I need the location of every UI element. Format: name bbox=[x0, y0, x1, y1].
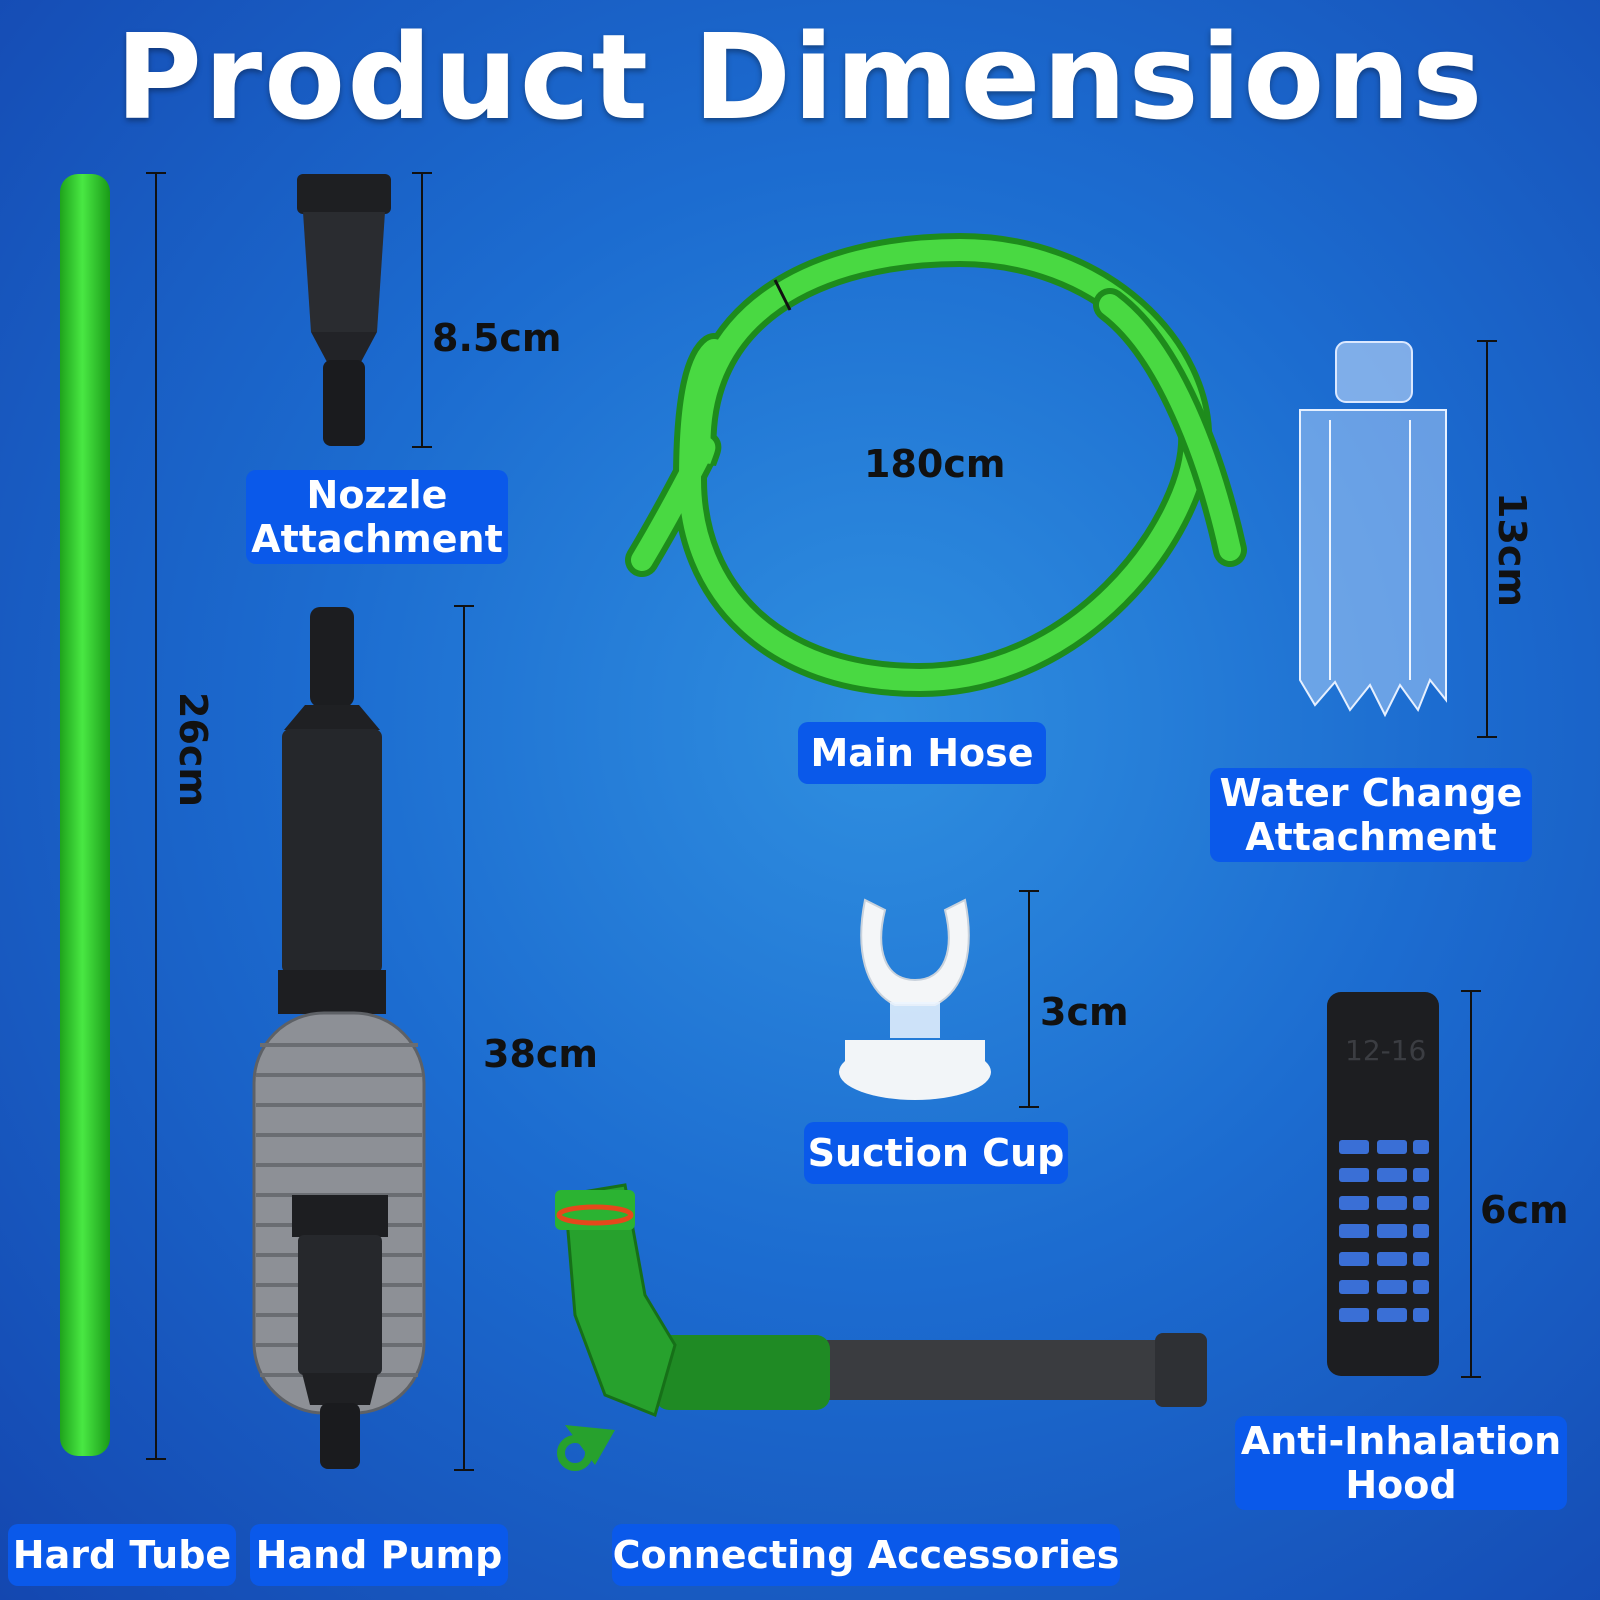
anti-inhalation-size: 6cm bbox=[1480, 1188, 1569, 1232]
water-change-attachment-image bbox=[1299, 341, 1447, 718]
hand-pump-lower-image bbox=[292, 1195, 388, 1469]
water-change-label: Water Change Attachment bbox=[1210, 768, 1532, 862]
nozzle-attachment-image bbox=[297, 174, 391, 446]
anti-inhalation-ruler bbox=[1461, 990, 1481, 1378]
suction-cup-ruler bbox=[1019, 890, 1039, 1108]
hood-marking: 12-16 bbox=[1345, 1034, 1426, 1067]
main-hose-size: 180cm bbox=[864, 442, 1006, 486]
hand-pump-size: 38cm bbox=[483, 1032, 599, 1076]
nozzle-size: 8.5cm bbox=[432, 316, 562, 360]
hard-tube-ruler bbox=[146, 172, 166, 1460]
hard-tube-image bbox=[60, 174, 110, 1456]
nozzle-label: Nozzle Attachment bbox=[246, 470, 508, 564]
connecting-accessories-image bbox=[555, 1183, 1207, 1471]
connecting-accessories-label: Connecting Accessories bbox=[612, 1524, 1120, 1586]
hard-tube-size: 26cm bbox=[171, 692, 215, 808]
hand-pump-label: Hand Pump bbox=[250, 1524, 508, 1586]
main-hose-image bbox=[625, 232, 1247, 698]
suction-cup-label: Suction Cup bbox=[804, 1122, 1068, 1184]
water-change-ruler bbox=[1477, 340, 1497, 738]
suction-cup-image bbox=[839, 898, 991, 1100]
water-change-size: 13cm bbox=[1490, 492, 1534, 608]
nozzle-ruler bbox=[412, 172, 432, 448]
main-hose-label: Main Hose bbox=[798, 722, 1046, 784]
hard-tube-label: Hard Tube bbox=[8, 1524, 236, 1586]
anti-inhalation-label: Anti-Inhalation Hood bbox=[1235, 1416, 1567, 1510]
hand-pump-ruler bbox=[454, 605, 474, 1471]
suction-cup-size: 3cm bbox=[1040, 990, 1129, 1034]
page-title: Product Dimensions bbox=[115, 8, 1485, 146]
anti-inhalation-hood-image: 12-16 bbox=[1327, 992, 1439, 1376]
